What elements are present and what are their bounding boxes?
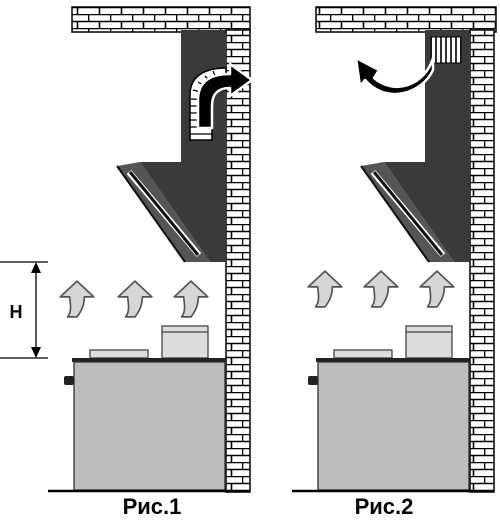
height-dimension [0, 261, 48, 359]
cooker-hood-icon [116, 162, 226, 263]
air-flow-arrow-icon [117, 280, 153, 318]
recirculation-grille-icon [430, 36, 462, 64]
figure-2-caption: Рис.2 [355, 494, 414, 519]
air-flow-arrow-icon [59, 280, 95, 318]
brick-ceiling-ledge [71, 6, 251, 33]
figure-1-caption: Рис.1 [123, 494, 182, 519]
exhaust-arrow-icon [196, 62, 254, 130]
frying-pan-icon [333, 349, 393, 359]
return-air-arrow-icon [354, 56, 435, 96]
figure-2: Рис.2 [292, 6, 497, 519]
air-flow-arrow-icon [173, 280, 209, 318]
figure-1: H Рис.1 [0, 6, 254, 519]
air-flow-arrow-icon [307, 270, 343, 308]
height-label: H [10, 302, 23, 322]
brick-wall-icon [225, 29, 251, 493]
stove-icon [308, 358, 470, 491]
cooker-hood-icon [360, 162, 470, 263]
brick-wall-icon [469, 29, 495, 493]
cooking-pot-icon [405, 325, 453, 359]
frying-pan-icon [89, 349, 149, 359]
air-flow-arrow-icon [419, 270, 455, 308]
cooking-pot-icon [161, 325, 209, 359]
air-flow-arrow-icon [363, 270, 399, 308]
brick-ceiling-ledge [315, 6, 497, 33]
stove-icon [64, 358, 226, 491]
